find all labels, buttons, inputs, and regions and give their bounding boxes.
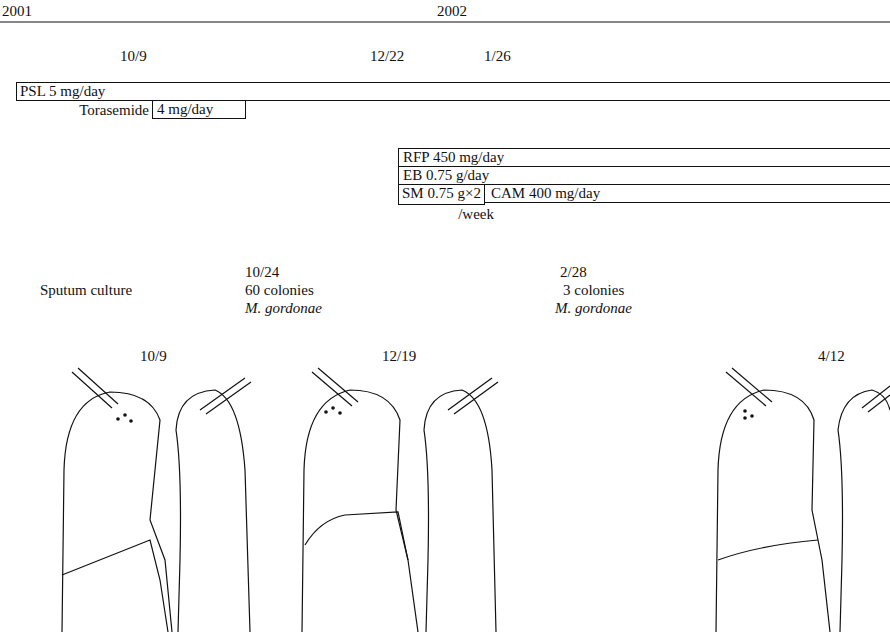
annotation-text: 4/12	[818, 348, 845, 365]
drug-bar: CAM 400 mg/day	[484, 184, 890, 203]
timeline-axis	[0, 22, 890, 23]
annotation-text: 2002	[437, 3, 467, 20]
drug-text: Torasemide	[79, 102, 149, 119]
drug-text: PSL 5 mg/day	[20, 83, 890, 100]
drug-text: RFP 450 mg/day	[403, 149, 890, 166]
annotation-text: 12/19	[382, 348, 416, 365]
annotation-text: 2/28	[560, 264, 587, 281]
nodule-dots-1	[116, 413, 133, 423]
annotation-text: Sputum culture	[40, 282, 132, 299]
lung-pair-1	[62, 368, 251, 632]
drug-bar: RFP 450 mg/day	[398, 148, 890, 167]
annotation-text: 10/9	[140, 348, 167, 365]
annotation-text: 10/9	[120, 48, 147, 65]
annotation-text: 2001	[2, 3, 32, 20]
drug-text: EB 0.75 g/day	[403, 167, 890, 184]
nodule-dots-3	[743, 409, 754, 420]
drug-text: /week	[458, 206, 494, 223]
annotation-text: M. gordonae	[555, 300, 632, 317]
annotation-text: 12/22	[370, 48, 404, 65]
annotation-text: 1/26	[484, 48, 511, 65]
annotation-text: M. gordonae	[245, 300, 322, 317]
drug-bar: SM 0.75 g×2/week	[398, 184, 485, 205]
lung-pair-2	[302, 368, 498, 632]
nodule-dots-2	[324, 406, 342, 415]
annotation-text: 60 colonies	[245, 282, 314, 299]
drug-text: 4 mg/day	[157, 101, 241, 118]
drug-bar: EB 0.75 g/day	[398, 166, 890, 185]
drug-text: SM 0.75 g×2	[402, 185, 481, 202]
annotation-text: 10/24	[245, 264, 279, 281]
drug-bar: PSL 5 mg/day	[16, 82, 890, 101]
drug-text: CAM 400 mg/day	[491, 185, 890, 202]
drug-bar: Torasemide4 mg/day	[152, 100, 246, 119]
lung-pair-3	[716, 368, 890, 632]
annotation-text: 3 colonies	[563, 282, 624, 299]
